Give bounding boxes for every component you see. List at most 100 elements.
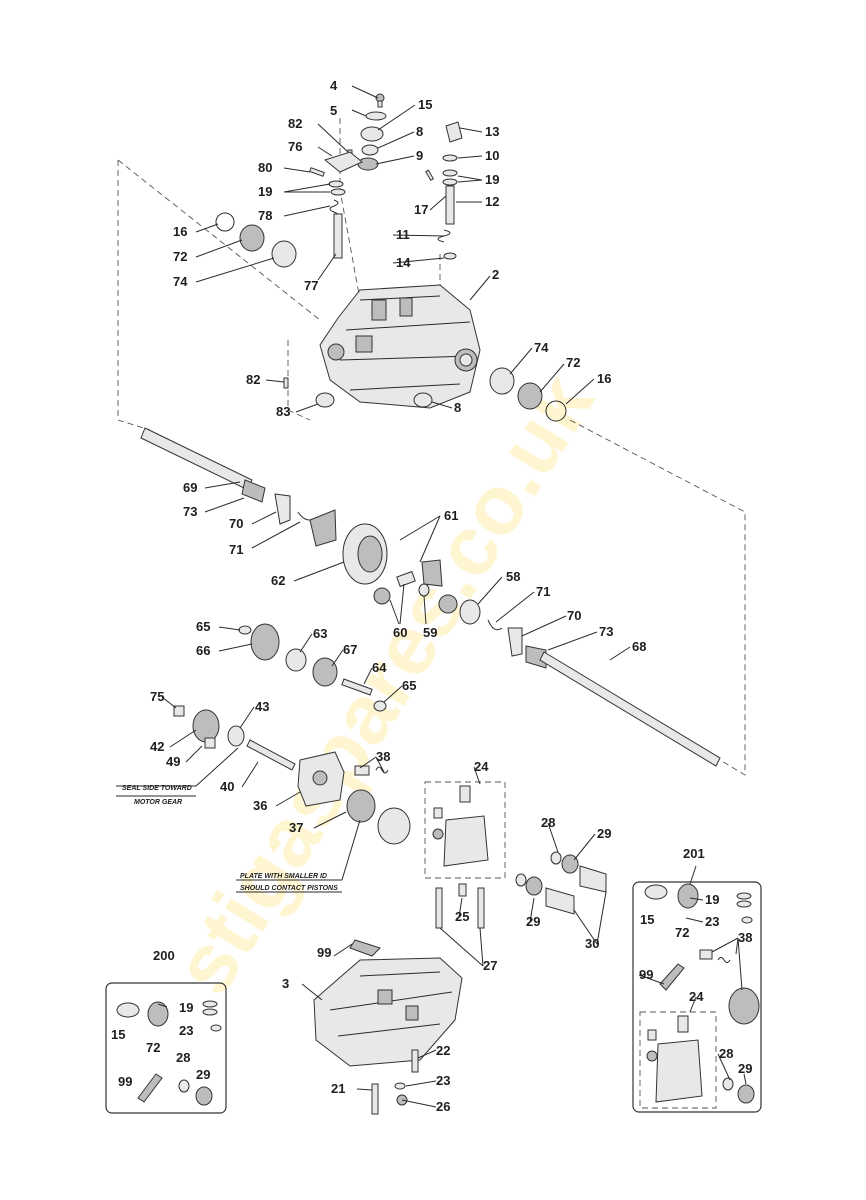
callout: 200	[153, 948, 175, 963]
callout: 40	[220, 779, 234, 794]
callout: 64	[372, 660, 387, 675]
leader-line	[195, 223, 219, 233]
leader-line	[423, 595, 427, 625]
callout: 28	[719, 1046, 733, 1061]
seal-part-9	[357, 157, 379, 171]
callout: 28	[176, 1050, 190, 1065]
shim-part-70-right	[507, 627, 523, 657]
leader-line	[383, 685, 403, 703]
leader-line	[363, 667, 373, 685]
note-seal-line-2: MOTOR GEAR	[134, 799, 182, 806]
callout: 23	[436, 1073, 450, 1088]
clip-part-71-right	[487, 619, 503, 631]
leader-line	[375, 155, 415, 165]
bushing-part-74	[271, 240, 297, 268]
leader-line	[685, 917, 704, 923]
bearing-part-37	[346, 789, 376, 823]
callout: 83	[276, 404, 290, 419]
pin-part-80	[309, 167, 325, 177]
callout: 72	[146, 1040, 160, 1055]
callout: 65	[402, 678, 416, 693]
callout: 29	[196, 1067, 210, 1082]
callout: 19	[485, 172, 499, 187]
callout: 15	[111, 1027, 125, 1042]
callout: 8	[454, 400, 461, 415]
lever-part-76	[323, 151, 363, 173]
leader-line	[204, 497, 245, 513]
callout: 13	[485, 124, 499, 139]
leader-line	[283, 183, 331, 193]
leader-line	[689, 897, 704, 901]
leader-line	[313, 811, 347, 829]
leader-line	[351, 109, 367, 117]
callout: 63	[313, 626, 327, 641]
leader-line	[431, 401, 453, 409]
callout: 22	[436, 1043, 450, 1058]
leader-line	[204, 481, 241, 489]
pin-part-60	[396, 570, 416, 588]
callout: 9	[416, 148, 423, 163]
callout: 19	[705, 892, 719, 907]
axle-left-part-69	[140, 427, 317, 525]
callout: 37	[289, 820, 303, 835]
bolt-part-22	[411, 1049, 419, 1073]
cap-part-15	[360, 126, 384, 142]
shaft-part-77	[333, 213, 343, 259]
valve-stem-part-12	[445, 185, 455, 225]
leader-line	[317, 253, 337, 281]
gear-part-42	[192, 709, 220, 743]
washer-part-19	[328, 180, 344, 188]
leader-line	[283, 205, 331, 217]
callout: 74	[534, 340, 549, 355]
leader-line	[195, 257, 275, 283]
leader-line	[565, 378, 595, 405]
valve-part-30a	[579, 865, 607, 893]
callout: 16	[597, 371, 611, 386]
callout: 70	[567, 608, 581, 623]
callout: 69	[183, 480, 197, 495]
callout: 77	[304, 278, 318, 293]
lower-housing-part-3	[313, 939, 463, 1067]
shaft-part-64	[341, 678, 373, 696]
washer-part-23	[394, 1082, 406, 1090]
seal-part-29b	[525, 876, 543, 896]
callout: 58	[506, 569, 520, 584]
leader-line	[333, 943, 353, 957]
leader-line	[359, 756, 377, 769]
leader-line	[743, 1073, 747, 1085]
callout: 49	[166, 754, 180, 769]
callout: 26	[436, 1099, 450, 1114]
callout: 27	[483, 958, 497, 973]
leader-line	[457, 175, 483, 181]
leader-line	[377, 104, 416, 131]
leader-line	[711, 937, 739, 953]
callout-labels: 4 5 15 82 8 13 76 9 10 80 19 19 78 17 12…	[111, 78, 752, 1114]
leader-line	[399, 515, 441, 541]
callout: 19	[179, 1000, 193, 1015]
leader-line	[458, 897, 463, 918]
circlip-part-16-right	[545, 400, 567, 422]
leader-line	[351, 85, 379, 99]
callout: 72	[566, 355, 580, 370]
upper-housing-part-2	[319, 284, 481, 409]
cylinder-part	[377, 807, 411, 845]
watermark-text: stigaspares.co.uk	[156, 358, 612, 1010]
leader-line	[479, 927, 484, 967]
leader-line	[529, 897, 535, 923]
bevel-gear-small	[309, 509, 337, 547]
pinion-part-67	[312, 657, 338, 687]
leader-line	[401, 1099, 437, 1108]
washer-part-65	[238, 625, 252, 635]
pinion-part-60	[373, 587, 391, 605]
oring-part-8	[361, 144, 379, 156]
callout: 15	[640, 912, 654, 927]
callout: 29	[738, 1061, 752, 1076]
callout: 61	[444, 508, 458, 523]
leader-line	[265, 379, 285, 383]
callout: 2	[492, 267, 499, 282]
note-plate-line-2: SHOULD CONTACT PISTONS	[240, 885, 338, 892]
leader-line	[392, 234, 445, 237]
leader-line	[469, 275, 491, 301]
callout: 76	[288, 139, 302, 154]
